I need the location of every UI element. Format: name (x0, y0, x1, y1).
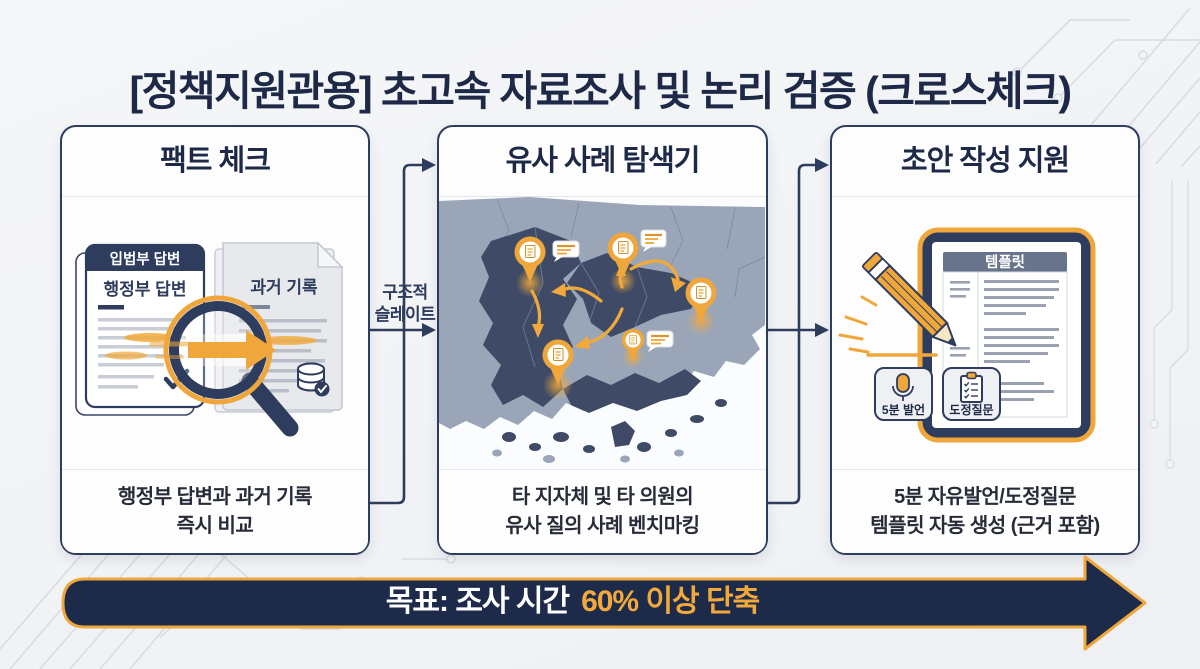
question-badge: 도정질문 (942, 367, 1001, 421)
case-explorer-caption: 타 지자체 및 타 의원의 유사 질의 사례 벤치마킹 (439, 469, 766, 553)
caption-line: 타 지자체 및 타 의원의 (511, 486, 694, 509)
location-pin-icon (514, 236, 546, 282)
page-title: [정책지원관용] 초고속 자료조사 및 논리 검증 (크로스체크) (129, 68, 1072, 115)
fact-check-illustration: 과거 기록 (62, 197, 368, 469)
speech-badge-label: 5분 발언 (882, 402, 925, 417)
pencil-icon (838, 252, 957, 357)
connector-label-structured-slate: 구조적 슬레이트 (372, 282, 438, 326)
goal-text-gold: 60% 이상 단축 (581, 585, 760, 618)
speech-badge: 5분 발언 (874, 367, 933, 421)
question-badge-label: 도정질문 (949, 402, 993, 417)
caption-line: 템플릿 자동 생성 (근거 포함) (870, 514, 1100, 537)
chat-bubble-icon (552, 240, 580, 262)
circuit-pattern-right-edge (1149, 180, 1189, 469)
panel-fact-check: 팩트 체크 과거 기록 (60, 125, 370, 555)
fact-check-caption: 행정부 답변과 과거 기록 즉시 비교 (62, 469, 368, 553)
location-pin-icons (514, 232, 717, 385)
past-record-label: 과거 기록 (250, 278, 318, 297)
template-label: 템플릿 (985, 253, 1025, 271)
korea-map (439, 197, 765, 469)
executive-answer-label: 행정부 답변 (104, 280, 187, 299)
goal-text-white: 목표: 조사 시간 (385, 585, 570, 618)
chat-bubble-icons (552, 229, 674, 352)
case-explorer-illustration (439, 197, 766, 469)
clipboard-check-icon (960, 371, 983, 403)
location-pin-icon (607, 232, 639, 278)
connector-arrow-1 (370, 158, 436, 505)
draft-support-caption: 5분 자유발언/도정질문 템플릿 자동 생성 (근거 포함) (832, 469, 1138, 553)
goal-banner-text: 목표: 조사 시간 60% 이상 단축 (55, 578, 1090, 626)
magnifier-icon (149, 295, 299, 437)
chat-bubble-icon (640, 229, 667, 252)
microphone-icon (892, 373, 914, 401)
connector-arrow-2 (768, 158, 829, 505)
draft-support-graphic: 템플릿 (838, 227, 1096, 443)
location-pin-icon (685, 277, 717, 323)
draft-support-illustration: 템플릿 (832, 197, 1138, 469)
caption-line: 5분 자유발언/도정질문 (894, 486, 1076, 509)
template-text-lines (950, 280, 1059, 401)
caption-line: 행정부 답변과 과거 기록 (117, 486, 313, 509)
caption-line: 유사 질의 사례 벤치마킹 (505, 514, 700, 537)
chat-bubble-icon (646, 330, 674, 352)
connector-label-line: 구조적 (382, 283, 428, 302)
connector-label-line: 슬레이트 (374, 305, 436, 325)
panel-draft-support: 초안 작성 지원 템플릿 (830, 125, 1140, 555)
database-check-icon (297, 362, 330, 397)
case-explorer-title: 유사 사례 탐색기 (439, 127, 766, 197)
fact-check-graphic: 과거 기록 (75, 241, 344, 437)
fact-check-title: 팩트 체크 (62, 127, 368, 197)
panel-case-explorer: 유사 사례 탐색기 (437, 125, 768, 555)
location-pin-icon (542, 339, 574, 385)
legislature-answer-label: 입법부 답변 (110, 250, 181, 268)
draft-support-title: 초안 작성 지원 (832, 127, 1138, 197)
caption-line: 즉시 비교 (176, 514, 254, 537)
location-pin-icon (621, 328, 645, 362)
compare-arrow-icon (149, 330, 276, 370)
answer-document-icon: 입법부 답변 행정부 답변 (75, 243, 206, 416)
map-islands (502, 399, 727, 453)
